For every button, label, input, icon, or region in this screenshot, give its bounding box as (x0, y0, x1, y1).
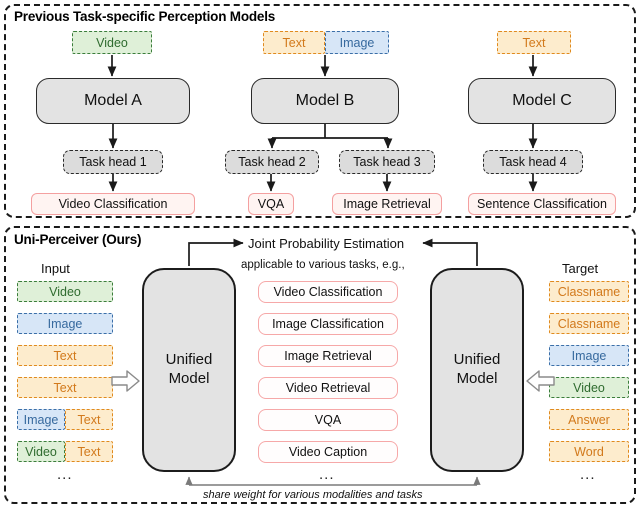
target-column-header: Target (562, 261, 599, 276)
task-output-vqa: VQA (248, 193, 294, 215)
target-row-2-classname: Classname (549, 313, 629, 334)
input-row-3-text: Text (17, 345, 113, 366)
input-row-2-image: Image (17, 313, 113, 334)
share-weight-label: share weight for various modalities and … (203, 489, 423, 501)
applicable-tasks-label: applicable to various tasks, e.g., (241, 259, 405, 271)
input-row-4-text: Text (17, 377, 113, 398)
unified-model-left-line2: Model (168, 370, 210, 387)
task-card-4: Video Retrieval (258, 377, 398, 399)
unified-model-right-line2: Model (456, 370, 498, 387)
task-card-2: Image Classification (258, 313, 398, 335)
panel-title-previous-models: Previous Task-specific Perception Models (14, 9, 276, 24)
input-row-6-part-video: Video (17, 441, 65, 462)
input-row-1-video: Video (17, 281, 113, 302)
tasks-ellipsis: ... (319, 466, 335, 483)
panel-title-uni-perceiver: Uni-Perceiver (Ours) (14, 232, 142, 247)
task-card-3: Image Retrieval (258, 345, 398, 367)
input-column-header: Input (41, 261, 70, 276)
joint-probability-label: Joint Probability Estimation (248, 236, 405, 251)
task-output-video-classification: Video Classification (31, 193, 195, 215)
task-card-5: VQA (258, 409, 398, 431)
model-a-box: Model A (36, 78, 190, 124)
task-head-2: Task head 2 (225, 150, 319, 174)
unified-model-left: Unified Model (142, 268, 236, 472)
target-row-6-word: Word (549, 441, 629, 462)
input-ellipsis: ... (57, 466, 73, 483)
input-chip-image-b: Image (325, 31, 389, 54)
task-head-4: Task head 4 (483, 150, 583, 174)
input-row-5-image-text: Image Text (17, 409, 113, 430)
task-card-1: Video Classification (258, 281, 398, 303)
task-head-3: Task head 3 (339, 150, 435, 174)
target-row-4-video: Video (549, 377, 629, 398)
input-chip-text-b: Text (263, 31, 325, 54)
target-ellipsis: ... (580, 466, 596, 483)
input-row-6-video-text: Video Text (17, 441, 113, 462)
input-row-6-part-text: Text (65, 441, 113, 462)
task-card-6: Video Caption (258, 441, 398, 463)
target-row-5-answer: Answer (549, 409, 629, 430)
unified-model-right-line1: Unified (453, 351, 501, 369)
task-output-sentence-classification: Sentence Classification (468, 193, 616, 215)
input-row-5-part-text: Text (65, 409, 113, 430)
task-head-1: Task head 1 (63, 150, 163, 174)
unified-model-left-line1: Unified (165, 351, 213, 369)
input-row-5-part-image: Image (17, 409, 65, 430)
unified-model-right: Unified Model (430, 268, 524, 472)
target-row-3-image: Image (549, 345, 629, 366)
target-row-1-classname: Classname (549, 281, 629, 302)
task-output-image-retrieval: Image Retrieval (332, 193, 442, 215)
input-chip-text-c: Text (497, 31, 571, 54)
input-chip-video-a: Video (72, 31, 152, 54)
model-b-box: Model B (251, 78, 399, 124)
model-c-box: Model C (468, 78, 616, 124)
